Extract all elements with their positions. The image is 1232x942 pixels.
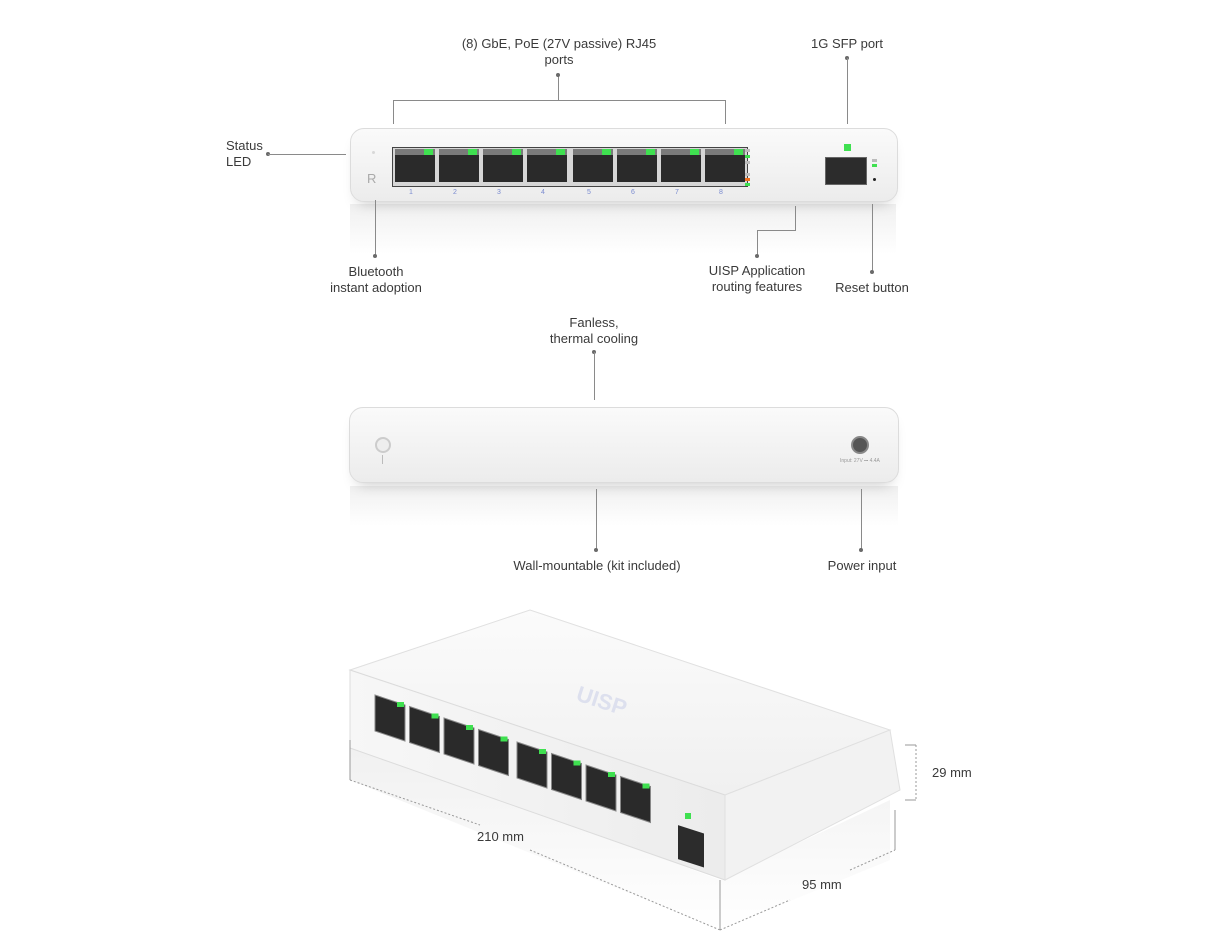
iso-side-face [724, 729, 901, 881]
sfp-link-led [872, 159, 877, 162]
iso-port-led [642, 783, 650, 789]
switch-rear-panel: Input: 27V ⎓ 4.4A [349, 407, 899, 483]
bluetooth-label: Bluetooth instant adoption [316, 264, 436, 296]
depth-dim-line-right [849, 849, 896, 871]
indicator-led [745, 161, 750, 164]
indicator-led [745, 178, 750, 181]
front-reflection [350, 204, 896, 254]
sfp-act-led [872, 164, 877, 167]
ground-symbol-icon [382, 455, 383, 464]
status-led-label-line2: LED [226, 154, 252, 169]
port-number: 4 [541, 189, 545, 196]
power-input-line [861, 489, 862, 549]
width-dim-line-right [529, 849, 721, 931]
fanless-label: Fanless, thermal cooling [534, 315, 654, 347]
rj45-port[interactable]: 5 [573, 149, 613, 196]
reset-label: Reset button [835, 280, 909, 295]
sfp-callout-line [847, 58, 848, 124]
reset-dot [870, 270, 874, 274]
port-number: 5 [587, 189, 591, 196]
rj45-port[interactable]: 1 [395, 149, 435, 196]
indicator-led [745, 173, 750, 176]
rj45-port[interactable]: 7 [661, 149, 701, 196]
port-number: 3 [497, 189, 501, 196]
status-led-label: Status LED [226, 138, 263, 170]
rj45-callout-line [558, 76, 559, 100]
width-dimension-label: 210 mm [477, 829, 524, 844]
rj45-bracket-left [393, 100, 394, 124]
sfp-port[interactable] [825, 157, 867, 185]
sfp-led [844, 144, 851, 151]
wall-mount-label: Wall-mountable (kit included) [513, 558, 681, 573]
iso-port-led [431, 713, 439, 719]
power-rating-text: Input: 27V ⎓ 4.4A [840, 458, 880, 464]
port-number: 6 [631, 189, 635, 196]
indicator-led [745, 149, 750, 152]
bluetooth-line [375, 200, 376, 256]
port-number: 7 [675, 189, 679, 196]
fanless-label-line1: Fanless, [569, 315, 619, 330]
sfp-port-label: 1G SFP port [810, 36, 883, 51]
fanless-line [594, 352, 595, 400]
status-led-line [268, 154, 346, 155]
iso-sfp-led [685, 813, 691, 819]
uisp-dot [755, 254, 759, 258]
bluetooth-logo: R [367, 171, 377, 186]
port-number: 1 [409, 189, 413, 196]
wall-mount-line [596, 489, 597, 549]
width-dim-line-left [349, 779, 481, 826]
power-input-label: Power input [827, 558, 897, 573]
status-led [372, 151, 375, 154]
rj45-ports-label-line2: ports [544, 52, 574, 67]
uisp-label-line1: UISP Application [708, 263, 806, 278]
iso-port-led [466, 725, 473, 730]
rj45-port[interactable]: 6 [617, 149, 657, 196]
rj45-port[interactable]: 2 [439, 149, 479, 196]
dimension-lines [349, 740, 917, 931]
switch-isometric: UISP [348, 609, 901, 930]
port-number: 8 [719, 189, 723, 196]
iso-port-led [573, 760, 581, 766]
reset-line [872, 204, 873, 272]
rj45-port[interactable]: 3 [483, 149, 523, 196]
iso-port-led [500, 736, 508, 742]
iso-port-bank [374, 694, 651, 824]
ground-screw-icon [375, 437, 391, 453]
iso-port-led [397, 702, 404, 707]
uisp-label: UISP Application routing features [697, 263, 817, 295]
depth-dim-line-left [719, 899, 791, 931]
uisp-line-v2 [757, 230, 758, 256]
rj45-ports-label: (8) GbE, PoE (27V passive) RJ45 ports [444, 36, 674, 68]
rj45-port[interactable]: 4 [527, 149, 567, 196]
reset-button[interactable] [873, 178, 876, 181]
indicator-led [745, 155, 750, 158]
rj45-bracket [393, 100, 726, 101]
bluetooth-dot [373, 254, 377, 258]
wall-mount-dot [594, 548, 598, 552]
power-jack[interactable] [851, 436, 869, 454]
rj45-port-bank: 1 2 3 4 5 6 7 8 [392, 147, 748, 196]
status-led-label-line1: Status [226, 138, 263, 153]
rj45-bracket-right [725, 100, 726, 124]
port-number: 2 [453, 189, 457, 196]
fanless-label-line2: thermal cooling [549, 331, 639, 346]
height-dimension-label: 29 mm [932, 765, 972, 780]
depth-dimension-label: 95 mm [802, 877, 842, 892]
iso-reflection [350, 740, 890, 930]
rj45-port[interactable]: 8 [705, 149, 745, 196]
uisp-label-line2: routing features [711, 279, 803, 294]
iso-port-led [539, 749, 546, 754]
iso-sfp-port [678, 825, 704, 868]
power-input-dot [859, 548, 863, 552]
rj45-ports-label-line1: (8) GbE, PoE (27V passive) RJ45 [461, 36, 657, 51]
indicator-led [745, 183, 750, 186]
rj45-callout-dot [556, 73, 560, 77]
bluetooth-label-line2: instant adoption [330, 280, 422, 295]
rear-reflection [350, 486, 898, 526]
bluetooth-label-line1: Bluetooth [348, 264, 404, 279]
iso-port-led [608, 772, 615, 777]
uisp-line-v1 [795, 206, 796, 230]
switch-front-panel: R 1 2 3 4 5 6 7 8 [350, 128, 898, 202]
uisp-line-h [757, 230, 796, 231]
